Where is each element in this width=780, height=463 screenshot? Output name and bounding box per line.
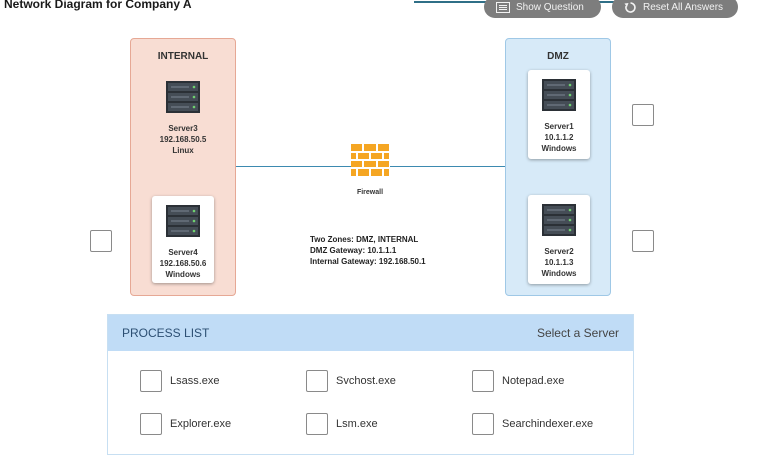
process-label: Notepad.exe [502,375,565,387]
server-rack-icon [528,78,590,115]
server3-tile[interactable]: Server3 192.168.50.5 Linux [140,80,226,156]
show-question-label: Show Question [516,1,584,13]
link-internal-firewall [236,166,352,167]
server3-os: Linux [172,146,194,155]
page-title: Network Diagram for Company A [4,0,192,11]
server2-ip: 10.1.1.3 [544,258,574,267]
process-item-explorer[interactable]: Explorer.exe [140,413,231,435]
dmz-gateway-value: 10.1.1.1 [367,246,397,255]
document-icon [496,1,510,13]
process-checkbox[interactable] [140,370,162,392]
dmz-gateway-line: DMZ Gateway: 10.1.1.1 [310,245,426,256]
server1-card[interactable]: Server1 10.1.1.2 Windows [528,70,590,159]
process-label: Lsass.exe [170,375,220,387]
process-checkbox[interactable] [472,413,494,435]
server1-checkbox[interactable] [632,104,654,126]
internal-gateway-value: 192.168.50.1 [378,257,426,266]
process-item-lsass[interactable]: Lsass.exe [140,370,220,392]
process-checkbox[interactable] [306,370,328,392]
link-firewall-dmz [390,166,505,167]
process-item-lsm[interactable]: Lsm.exe [306,413,378,435]
zone-info: Two Zones: DMZ, INTERNAL DMZ Gateway: 10… [310,234,426,267]
process-item-svchost[interactable]: Svchost.exe [306,370,396,392]
server2-checkbox[interactable] [632,230,654,252]
process-item-notepad[interactable]: Notepad.exe [472,370,564,392]
server2-name: Server2 [544,247,574,256]
server1-os: Windows [541,144,577,153]
server2-os: Windows [541,269,577,278]
process-checkbox[interactable] [472,370,494,392]
process-checkbox[interactable] [140,413,162,435]
reset-icon [624,1,637,14]
dmz-zone-title: DMZ [547,51,569,62]
process-list-header: PROCESS LIST Select a Server [108,315,633,351]
process-label: Svchost.exe [336,375,396,387]
reset-all-answers-label: Reset All Answers [643,1,724,13]
server-rack-icon [528,203,590,240]
firewall-label: Firewall [356,189,384,196]
server4-os: Windows [165,270,201,279]
process-list-panel: PROCESS LIST Select a Server Lsass.exe S… [107,314,634,455]
server3-name: Server3 [168,124,198,133]
process-label: Explorer.exe [170,418,232,430]
server2-card[interactable]: Server2 10.1.1.3 Windows [528,195,590,284]
internal-zone-title: INTERNAL [157,51,209,62]
process-label: Searchindexer.exe [502,418,594,430]
server3-ip: 192.168.50.5 [159,135,207,144]
show-question-button[interactable]: Show Question [484,0,601,18]
process-item-searchindexer[interactable]: Searchindexer.exe [472,413,593,435]
select-server-instruction: Select a Server [536,326,619,340]
firewall: Firewall [350,144,390,196]
internal-gateway-label: Internal Gateway: [310,257,377,266]
server4-checkbox[interactable] [90,230,112,252]
firewall-icon [351,144,389,180]
process-checkbox[interactable] [306,413,328,435]
dmz-gateway-label: DMZ Gateway: [310,246,366,255]
process-list-title: PROCESS LIST [122,326,210,340]
server1-ip: 10.1.1.2 [544,133,574,142]
server-rack-icon [152,204,214,241]
process-label: Lsm.exe [336,418,378,430]
server-rack-icon [140,80,226,117]
server4-card[interactable]: Server4 192.168.50.6 Windows [152,196,214,283]
server1-name: Server1 [544,122,574,131]
server4-name: Server4 [168,248,198,257]
internal-gateway-line: Internal Gateway: 192.168.50.1 [310,256,426,267]
server4-ip: 192.168.50.6 [159,259,207,268]
reset-all-answers-button[interactable]: Reset All Answers [612,0,738,18]
zones-line: Two Zones: DMZ, INTERNAL [310,235,419,244]
